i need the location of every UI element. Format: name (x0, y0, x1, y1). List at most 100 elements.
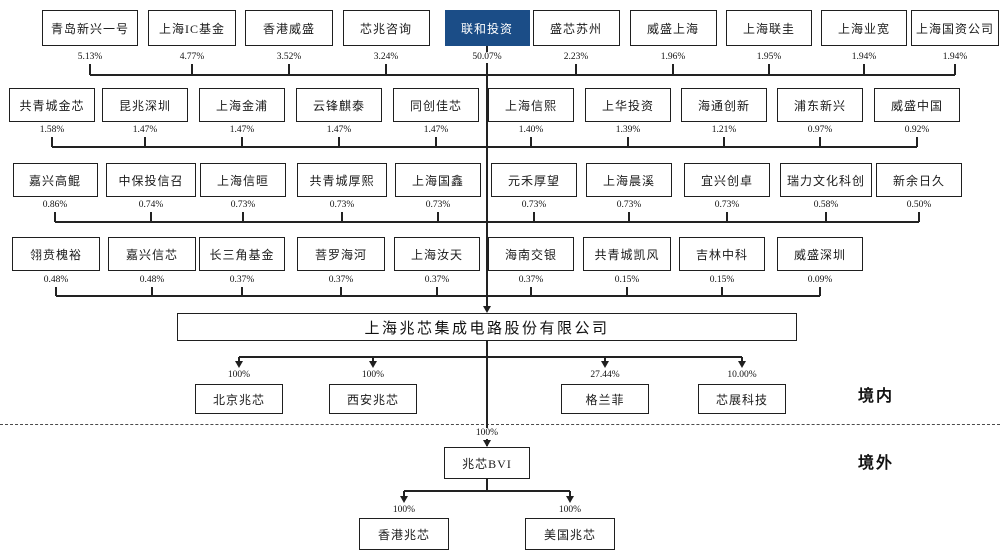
shareholder-box: 威盛深圳 (777, 237, 863, 271)
ownership-percentage: 0.86% (23, 200, 87, 211)
shareholder-tick-line (242, 212, 244, 222)
ownership-percentage: 0.37% (405, 275, 469, 286)
shareholder-tick-line (51, 137, 53, 147)
ownership-percentage: 0.48% (120, 275, 184, 286)
shareholder-tick-line (628, 212, 630, 222)
ownership-percentage: 1.40% (499, 125, 563, 136)
ownership-percentage: 0.73% (406, 200, 470, 211)
ownership-percentage: 50.07% (455, 52, 519, 63)
shareholder-box: 上海IC基金 (148, 10, 236, 46)
shareholder-tick-line (436, 287, 438, 296)
ownership-percentage: 100% (455, 428, 519, 439)
region-label-overseas: 境外 (857, 455, 894, 472)
shareholder-tick-line (385, 64, 387, 75)
shareholder-tick-line (768, 64, 770, 75)
ownership-percentage: 1.58% (20, 125, 84, 136)
ownership-percentage: 0.58% (794, 200, 858, 211)
shareholder-tick-line (626, 287, 628, 296)
shareholder-box: 瑞力文化科创 (780, 163, 872, 197)
shareholder-tick-line (819, 287, 821, 296)
shareholder-box: 联和投资 (444, 10, 530, 46)
ownership-percentage: 0.73% (211, 200, 275, 211)
subsidiary-drop-line (238, 357, 240, 362)
shareholder-box: 新余日久 (876, 163, 962, 197)
region-label-domestic: 境内 (857, 388, 894, 405)
shareholder-tick-line (530, 137, 532, 147)
ownership-percentage: 1.47% (113, 125, 177, 136)
shareholder-box: 中保投信召 (106, 163, 196, 197)
shareholder-tick-line (191, 64, 193, 75)
ownership-percentage: 0.73% (310, 200, 374, 211)
shareholder-box: 上海国鑫 (395, 163, 481, 197)
shareholder-tick-line (437, 212, 439, 222)
ownership-percentage: 1.47% (210, 125, 274, 136)
shareholder-tick-line (726, 212, 728, 222)
shareholder-box: 上海业宽 (821, 10, 907, 46)
shareholder-box: 元禾厚望 (491, 163, 577, 197)
shareholder-tick-line (721, 287, 723, 296)
shareholder-tick-line (340, 287, 342, 296)
shareholder-tick-line (916, 137, 918, 147)
ownership-percentage: 0.48% (24, 275, 88, 286)
arrow-down-icon (482, 440, 491, 447)
shareholder-bus-line (52, 146, 917, 148)
overseas-subsidiary-box: 香港兆芯 (359, 518, 449, 550)
ownership-percentage: 1.95% (737, 52, 801, 63)
shareholder-box: 上华投资 (585, 88, 671, 122)
ownership-percentage: 100% (372, 505, 436, 516)
subsidiary-box: 西安兆芯 (329, 384, 417, 414)
ownership-percentage: 0.09% (788, 275, 852, 286)
shareholder-box: 上海晨溪 (586, 163, 672, 197)
arrow-down-icon (737, 361, 746, 368)
ownership-percentage: 0.15% (595, 275, 659, 286)
ownership-percentage: 100% (538, 505, 602, 516)
overseas-drop-line (569, 491, 571, 497)
shareholder-box: 上海联圭 (726, 10, 812, 46)
shareholder-box: 菩罗海河 (297, 237, 385, 271)
subsidiary-box: 芯展科技 (698, 384, 786, 414)
shareholder-tick-line (341, 212, 343, 222)
shareholder-tick-line (863, 64, 865, 75)
ownership-percentage: 27.44% (573, 370, 637, 381)
ownership-percentage: 0.97% (788, 125, 852, 136)
shareholder-box: 长三角基金 (199, 237, 285, 271)
shareholder-tick-line (288, 64, 290, 75)
shareholder-box: 海通创新 (681, 88, 767, 122)
shareholder-tick-line (54, 212, 56, 222)
trunk-line (486, 46, 488, 306)
shareholder-box: 宜兴创卓 (684, 163, 770, 197)
company-name: 上海兆芯集成电路股份有限公司 (364, 320, 610, 337)
shareholder-box: 上海信晅 (200, 163, 286, 197)
shareholder-box: 浦东新兴 (777, 88, 863, 122)
ownership-percentage: 0.37% (210, 275, 274, 286)
shareholder-box: 共青城厚熙 (297, 163, 387, 197)
shareholder-box: 青岛新兴一号 (42, 10, 138, 46)
shareholder-box: 翎贲槐裕 (12, 237, 100, 271)
ownership-percentage: 1.94% (832, 52, 896, 63)
shareholder-box: 上海汝天 (394, 237, 480, 271)
shareholder-tick-line (241, 287, 243, 296)
shareholder-box: 同创佳芯 (393, 88, 479, 122)
ownership-percentage: 1.94% (923, 52, 987, 63)
shareholder-tick-line (825, 212, 827, 222)
shareholder-box: 威盛上海 (629, 10, 717, 46)
shareholder-tick-line (55, 287, 57, 296)
ownership-percentage: 5.13% (58, 52, 122, 63)
arrow-down-icon (399, 496, 408, 503)
shareholder-box: 芯兆咨询 (342, 10, 430, 46)
shareholder-box: 海南交银 (488, 237, 574, 271)
shareholder-box: 云锋麒泰 (296, 88, 382, 122)
shareholder-tick-line (723, 137, 725, 147)
shareholder-tick-line (533, 212, 535, 222)
ownership-percentage: 100% (341, 370, 405, 381)
ownership-percentage: 1.21% (692, 125, 756, 136)
overseas-holding-box: 兆芯BVI (444, 447, 530, 479)
domestic-overseas-divider (0, 424, 1000, 425)
arrow-down-icon (600, 361, 609, 368)
ownership-percentage: 0.92% (885, 125, 949, 136)
arrow-down-icon (368, 361, 377, 368)
ownership-percentage: 0.37% (309, 275, 373, 286)
shareholder-box: 上海国资公司 (911, 10, 999, 46)
ownership-percentage: 2.23% (544, 52, 608, 63)
